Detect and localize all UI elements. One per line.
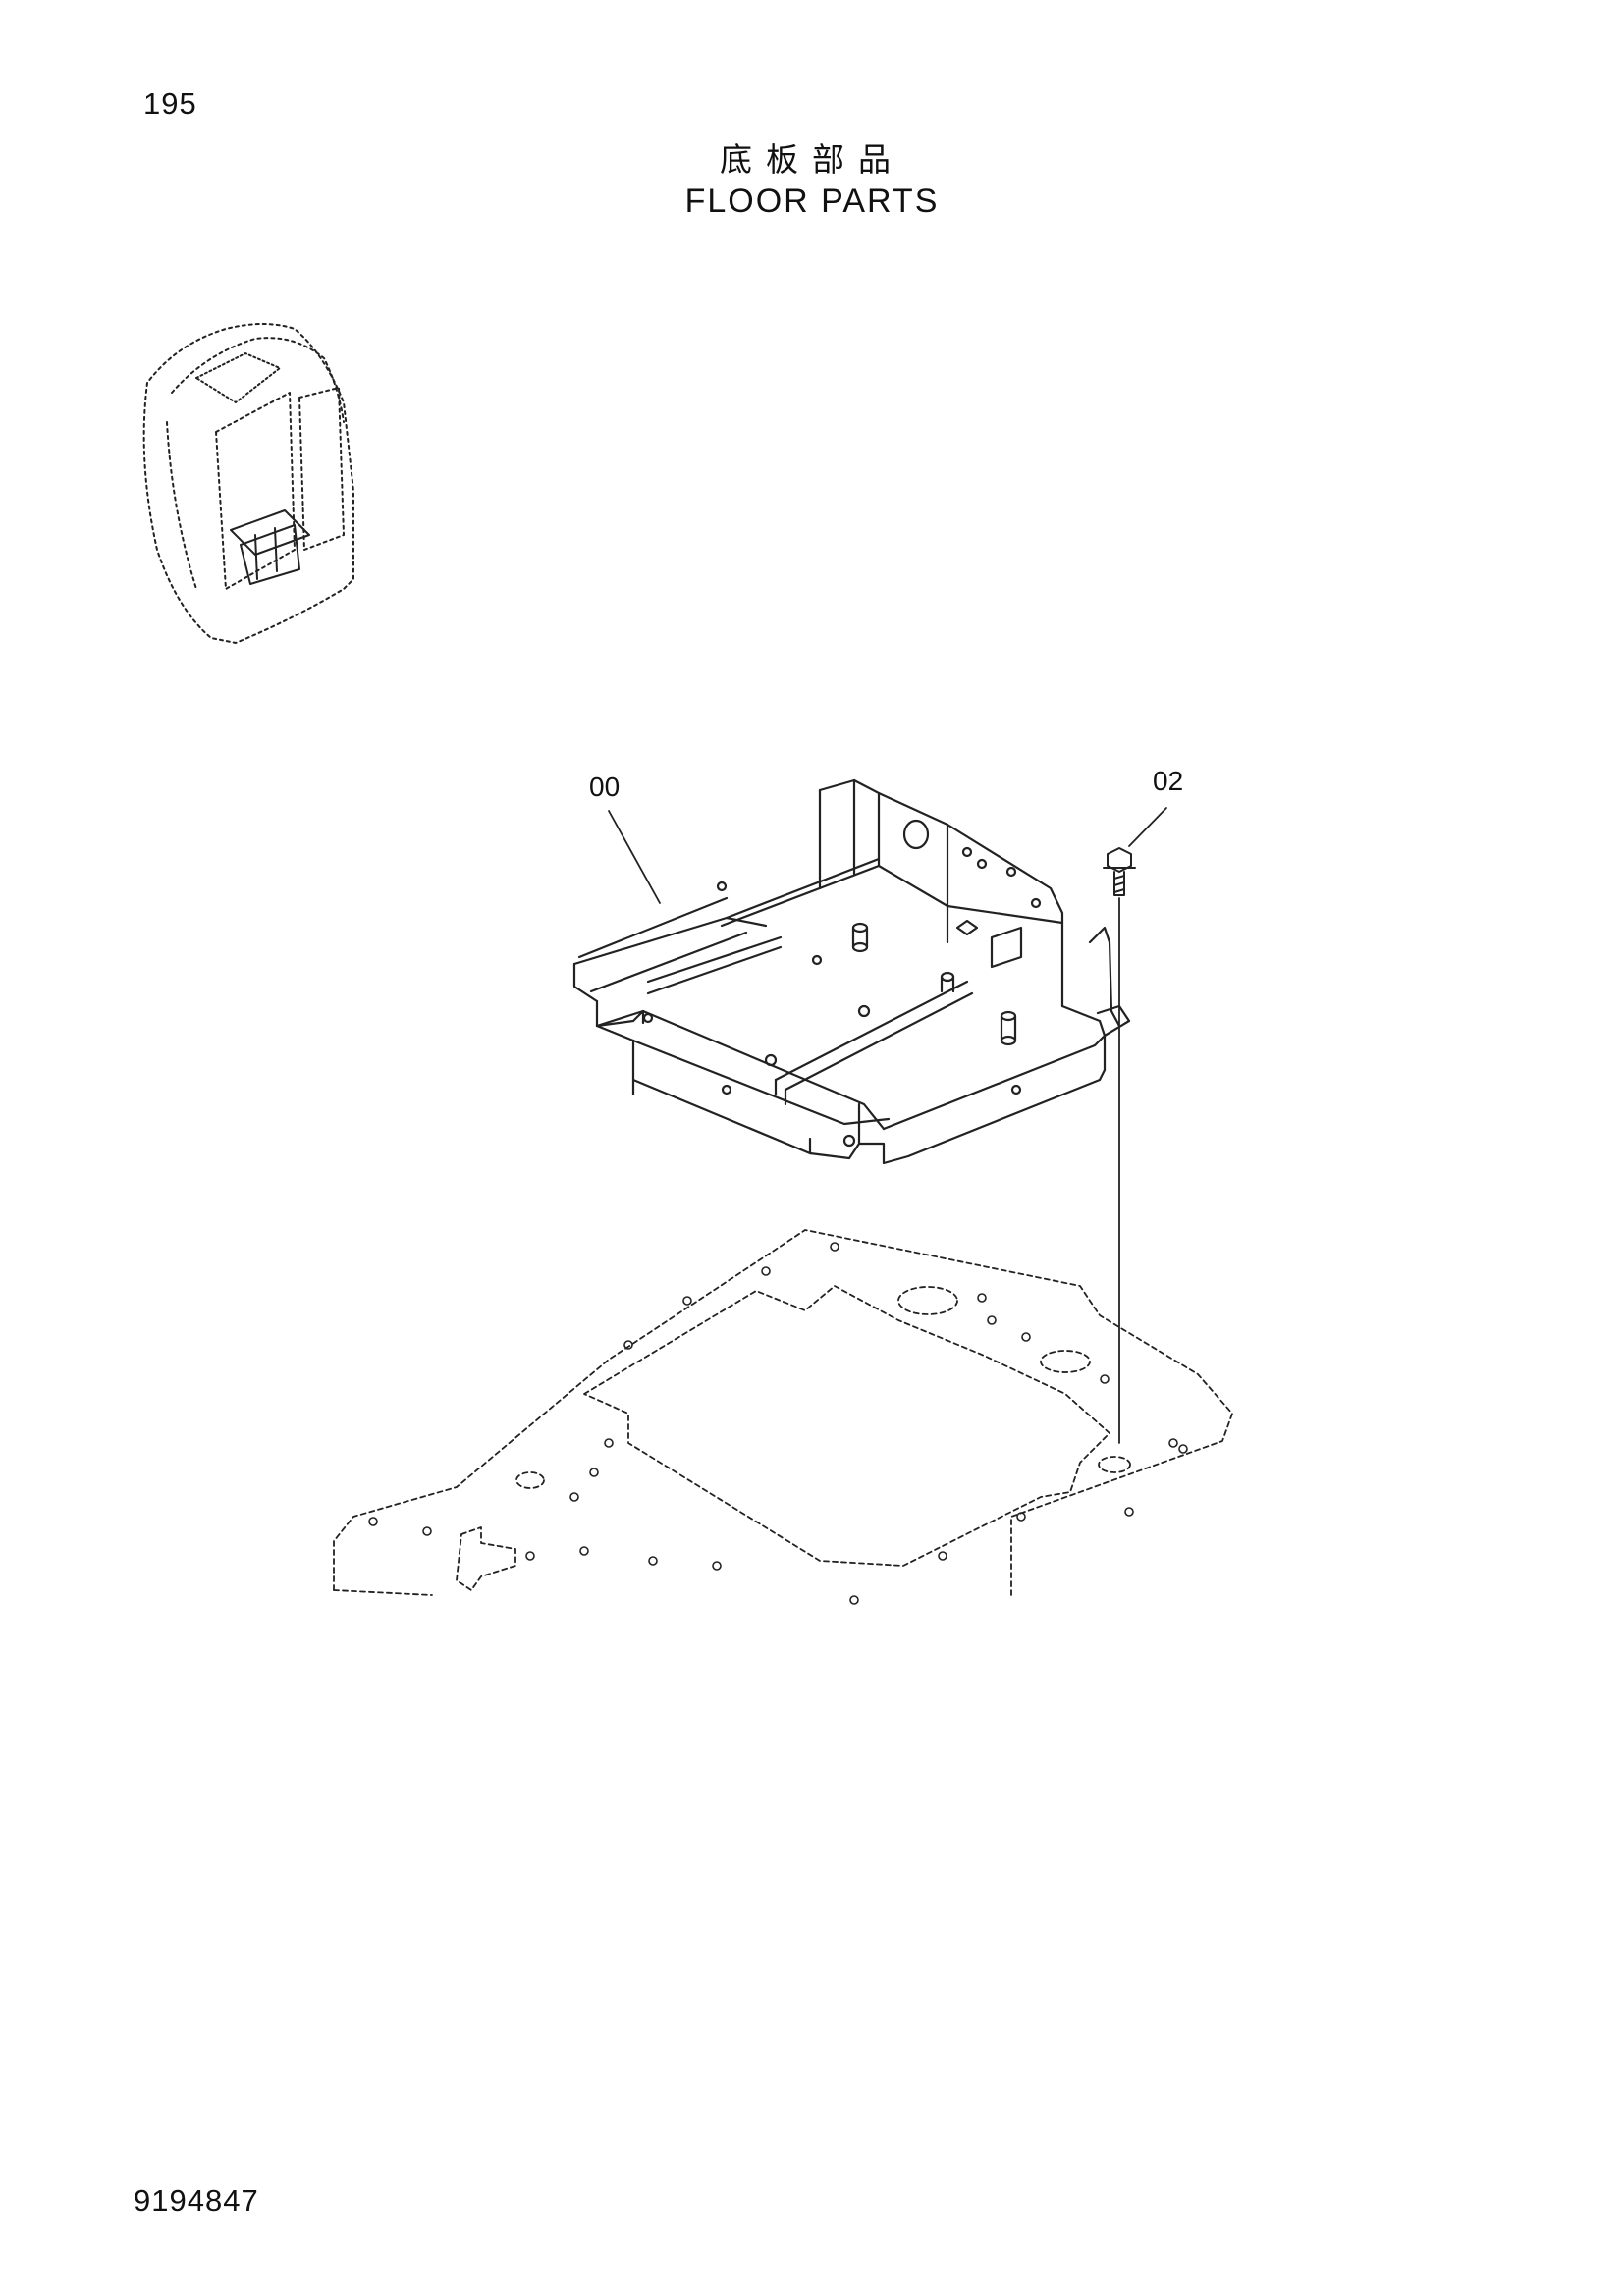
page-title-japanese: 底板部品 [720, 140, 904, 179]
bolt-part [1103, 847, 1136, 896]
floor-plate [333, 1229, 1233, 1596]
floor-box-assembly [572, 778, 1131, 1165]
page-title-english: FLOOR PARTS [684, 183, 940, 220]
callout-label-02: 02 [1153, 766, 1184, 796]
floor-plate-holes [368, 1242, 1188, 1605]
drawing-number: 9194847 [134, 2183, 259, 2217]
cab-locator-illustration [142, 323, 354, 644]
page-number: 195 [143, 86, 197, 121]
cab-floor-highlight [230, 509, 310, 585]
callout-label-00: 00 [589, 772, 621, 802]
leader-lines [608, 807, 1167, 1444]
